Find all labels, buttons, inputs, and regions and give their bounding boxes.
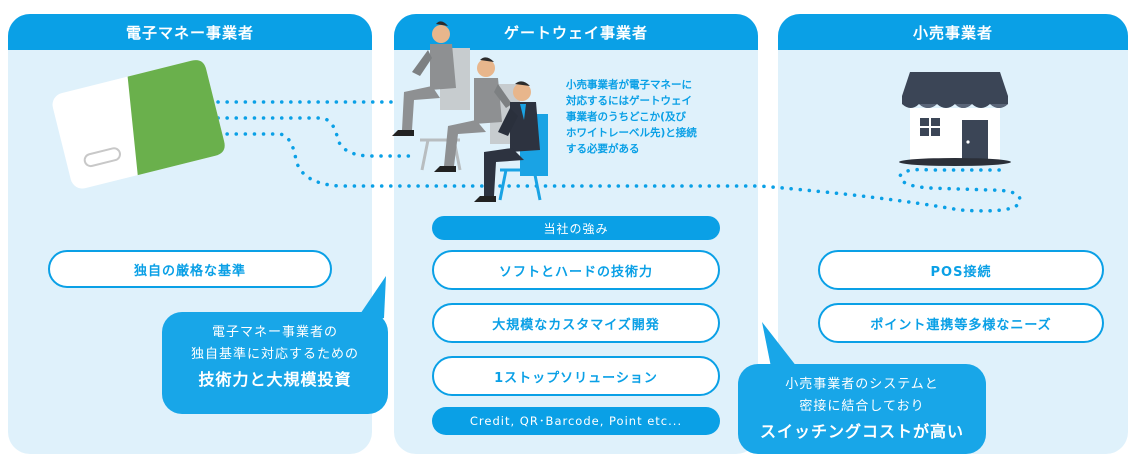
note-line: 事業者のうちどこか(及び <box>566 111 686 123</box>
bubble-right: 小売事業者のシステムと 密接に結合しており スイッチングコストが高い <box>738 364 986 454</box>
bubble-right-tail <box>762 322 804 376</box>
note-line: ホワイトレーベル先)と接続 <box>566 127 697 139</box>
retail-panel-title: 小売事業者 <box>778 14 1128 50</box>
emoney-card-icon <box>52 60 225 189</box>
note-line: 対応するにはゲートウェイ <box>566 95 692 107</box>
strength-tech-pill: ソフトとハードの技術力 <box>432 250 720 290</box>
connector-middle <box>216 116 414 158</box>
emoney-feature-pill: 独自の厳格な基準 <box>48 250 332 288</box>
bubble-left: 電子マネー事業者の 独自基準に対応するための 技術力と大規模投資 <box>162 312 388 414</box>
note-line: 小売事業者が電子マネーに <box>566 79 692 91</box>
connection-lines <box>216 100 1022 213</box>
note-line: する必要がある <box>566 143 640 155</box>
strengths-label: 当社の強み <box>432 216 720 240</box>
retail-pos-pill: POS接続 <box>818 250 1104 290</box>
gateway-connection-note: 小売事業者が電子マネーに 対応するにはゲートウェイ 事業者のうちどこか(及び ホ… <box>566 77 736 157</box>
retail-needs-pill: ポイント連携等多様なニーズ <box>818 303 1104 343</box>
business-people-icon <box>392 21 548 202</box>
bubble-right-line3: スイッチングコストが高い <box>759 422 964 441</box>
bubble-left-line3: 技術力と大規模投資 <box>198 370 352 389</box>
connector-bottom <box>216 132 1022 213</box>
bubble-right-line1: 小売事業者のシステムと <box>785 377 939 392</box>
gateway-panel-title: ゲートウェイ事業者 <box>394 14 758 50</box>
strength-custom-pill: 大規模なカスタマイズ開発 <box>432 303 720 343</box>
bubble-left-line1: 電子マネー事業者の <box>211 325 338 340</box>
bubble-right-line2: 密接に結合しており <box>799 399 925 414</box>
strength-onestop-pill: 1ストップソリューション <box>432 356 720 396</box>
shop-icon <box>899 72 1011 166</box>
bubble-left-line2: 独自基準に対応するための <box>190 347 359 362</box>
emoney-panel-title: 電子マネー事業者 <box>8 14 372 50</box>
payment-types-pill: Credit, QR･Barcode, Point etc... <box>432 407 720 435</box>
